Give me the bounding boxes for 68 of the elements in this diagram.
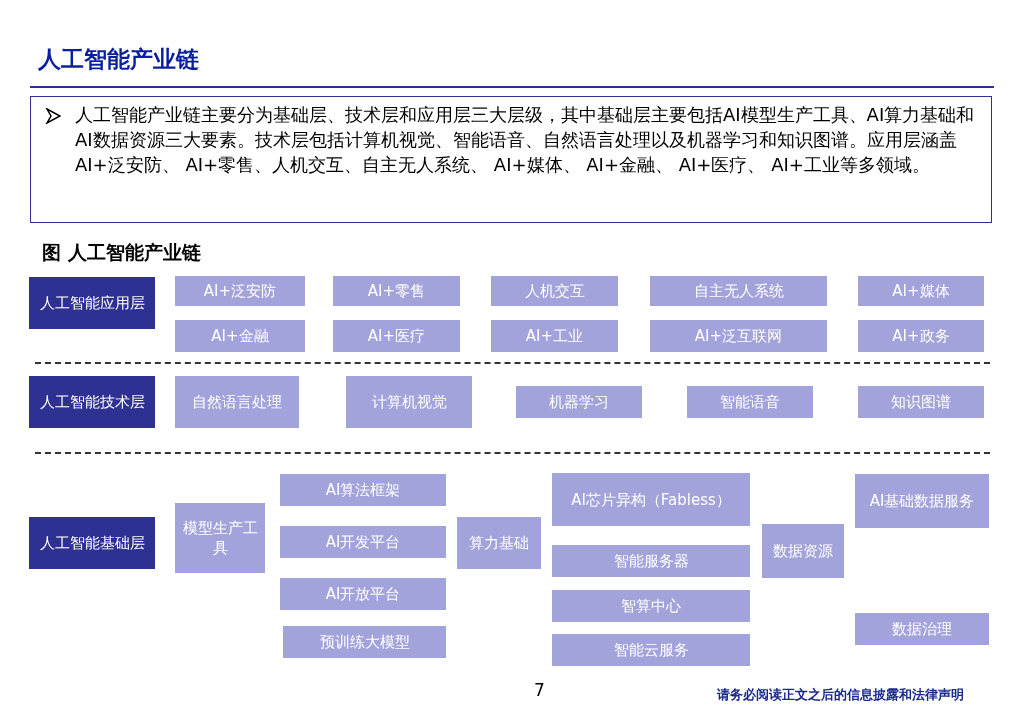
category-box: [346, 376, 472, 428]
category-box: [858, 276, 984, 306]
box-label: 人工智能技术层: [39, 392, 145, 412]
box-label: AI+工业: [525, 326, 584, 346]
page-number: 7: [534, 680, 545, 700]
layer-header-box: [29, 277, 155, 329]
category-box: [552, 590, 750, 622]
category-box: [552, 634, 750, 666]
box-label: 模型生产工具: [181, 518, 259, 558]
category-box: [491, 320, 618, 352]
box-label: 算力基础: [469, 533, 529, 553]
box-label: AI+泛安防: [203, 281, 277, 301]
category-box: [457, 517, 541, 569]
category-box: [175, 276, 305, 306]
category-box: [858, 320, 984, 352]
box-label: AI+政务: [892, 326, 950, 346]
layer-header-box: [29, 517, 155, 569]
category-box: [175, 320, 305, 352]
box-label: 数据治理: [892, 619, 952, 639]
box-label: AI芯片异构（Fabless）: [571, 489, 731, 510]
box-label: AI算法框架: [325, 480, 401, 500]
box-label: 人工智能应用层: [39, 293, 145, 313]
category-box: [855, 474, 989, 528]
figure-caption: 图 人工智能产业链: [42, 240, 201, 265]
disclaimer-text: 请务必阅读正文之后的信息披露和法律声明: [717, 686, 964, 704]
category-box: [650, 320, 827, 352]
box-label: 智能服务器: [613, 551, 689, 571]
category-box: [283, 626, 446, 658]
box-label: 人机交互: [524, 281, 585, 301]
box-label: AI开发平台: [325, 532, 401, 552]
category-box: [333, 276, 460, 306]
box-label: AI+医疗: [367, 326, 426, 346]
box-label: AI+媒体: [892, 281, 950, 301]
box-label: AI基础数据服务: [869, 491, 975, 511]
box-label: AI+金融: [211, 326, 269, 346]
box-label: 知识图谱: [891, 392, 951, 412]
category-box: [175, 376, 299, 428]
category-box: [333, 320, 460, 352]
box-label: 数据资源: [773, 541, 833, 561]
box-label: 智能云服务: [613, 640, 689, 660]
category-box: [280, 578, 446, 610]
category-box: [855, 613, 989, 645]
box-label: AI+泛互联网: [694, 326, 783, 346]
box-label: 人工智能基础层: [39, 533, 145, 553]
box-label: 智算中心: [621, 596, 681, 616]
category-box: [858, 386, 984, 418]
box-label: AI+零售: [367, 281, 426, 301]
box-label: AI开放平台: [325, 584, 401, 604]
category-box: [175, 503, 265, 573]
category-box: [491, 276, 618, 306]
category-box: [552, 545, 750, 577]
category-box: [650, 276, 827, 306]
summary-box: [30, 96, 992, 223]
category-box: [687, 386, 813, 418]
layer-header-box: [29, 376, 155, 428]
category-box: [280, 474, 446, 506]
summary-text: 人工智能产业链主要分为基础层、技术层和应用层三大层级，其中基础层主要包括AI模型生产工具、AI算力基础和AI数据资源三大要素。技术层包括计算机视觉、智能语音、自然语言处理以及机器学习和知识图谱。应用层涵盖AI+泛安防、 AI+零售、人机交互、自主无人系统、 AI+媒体、 AI+金融、 AI+医疗、 AI+工业等多领域。: [75, 104, 975, 175]
category-box: [516, 386, 642, 418]
box-label: 智能语音: [720, 392, 780, 412]
box-label: 自然语言处理: [192, 392, 282, 412]
category-box: [552, 473, 750, 526]
category-box: [280, 526, 446, 558]
box-label: 计算机视觉: [371, 392, 447, 412]
box-label: 预训练大模型: [319, 632, 410, 652]
slide-title: 人工智能产业链: [38, 45, 199, 74]
category-box: [762, 524, 844, 578]
box-label: 机器学习: [549, 392, 609, 412]
box-label: 自主无人系统: [693, 281, 784, 301]
